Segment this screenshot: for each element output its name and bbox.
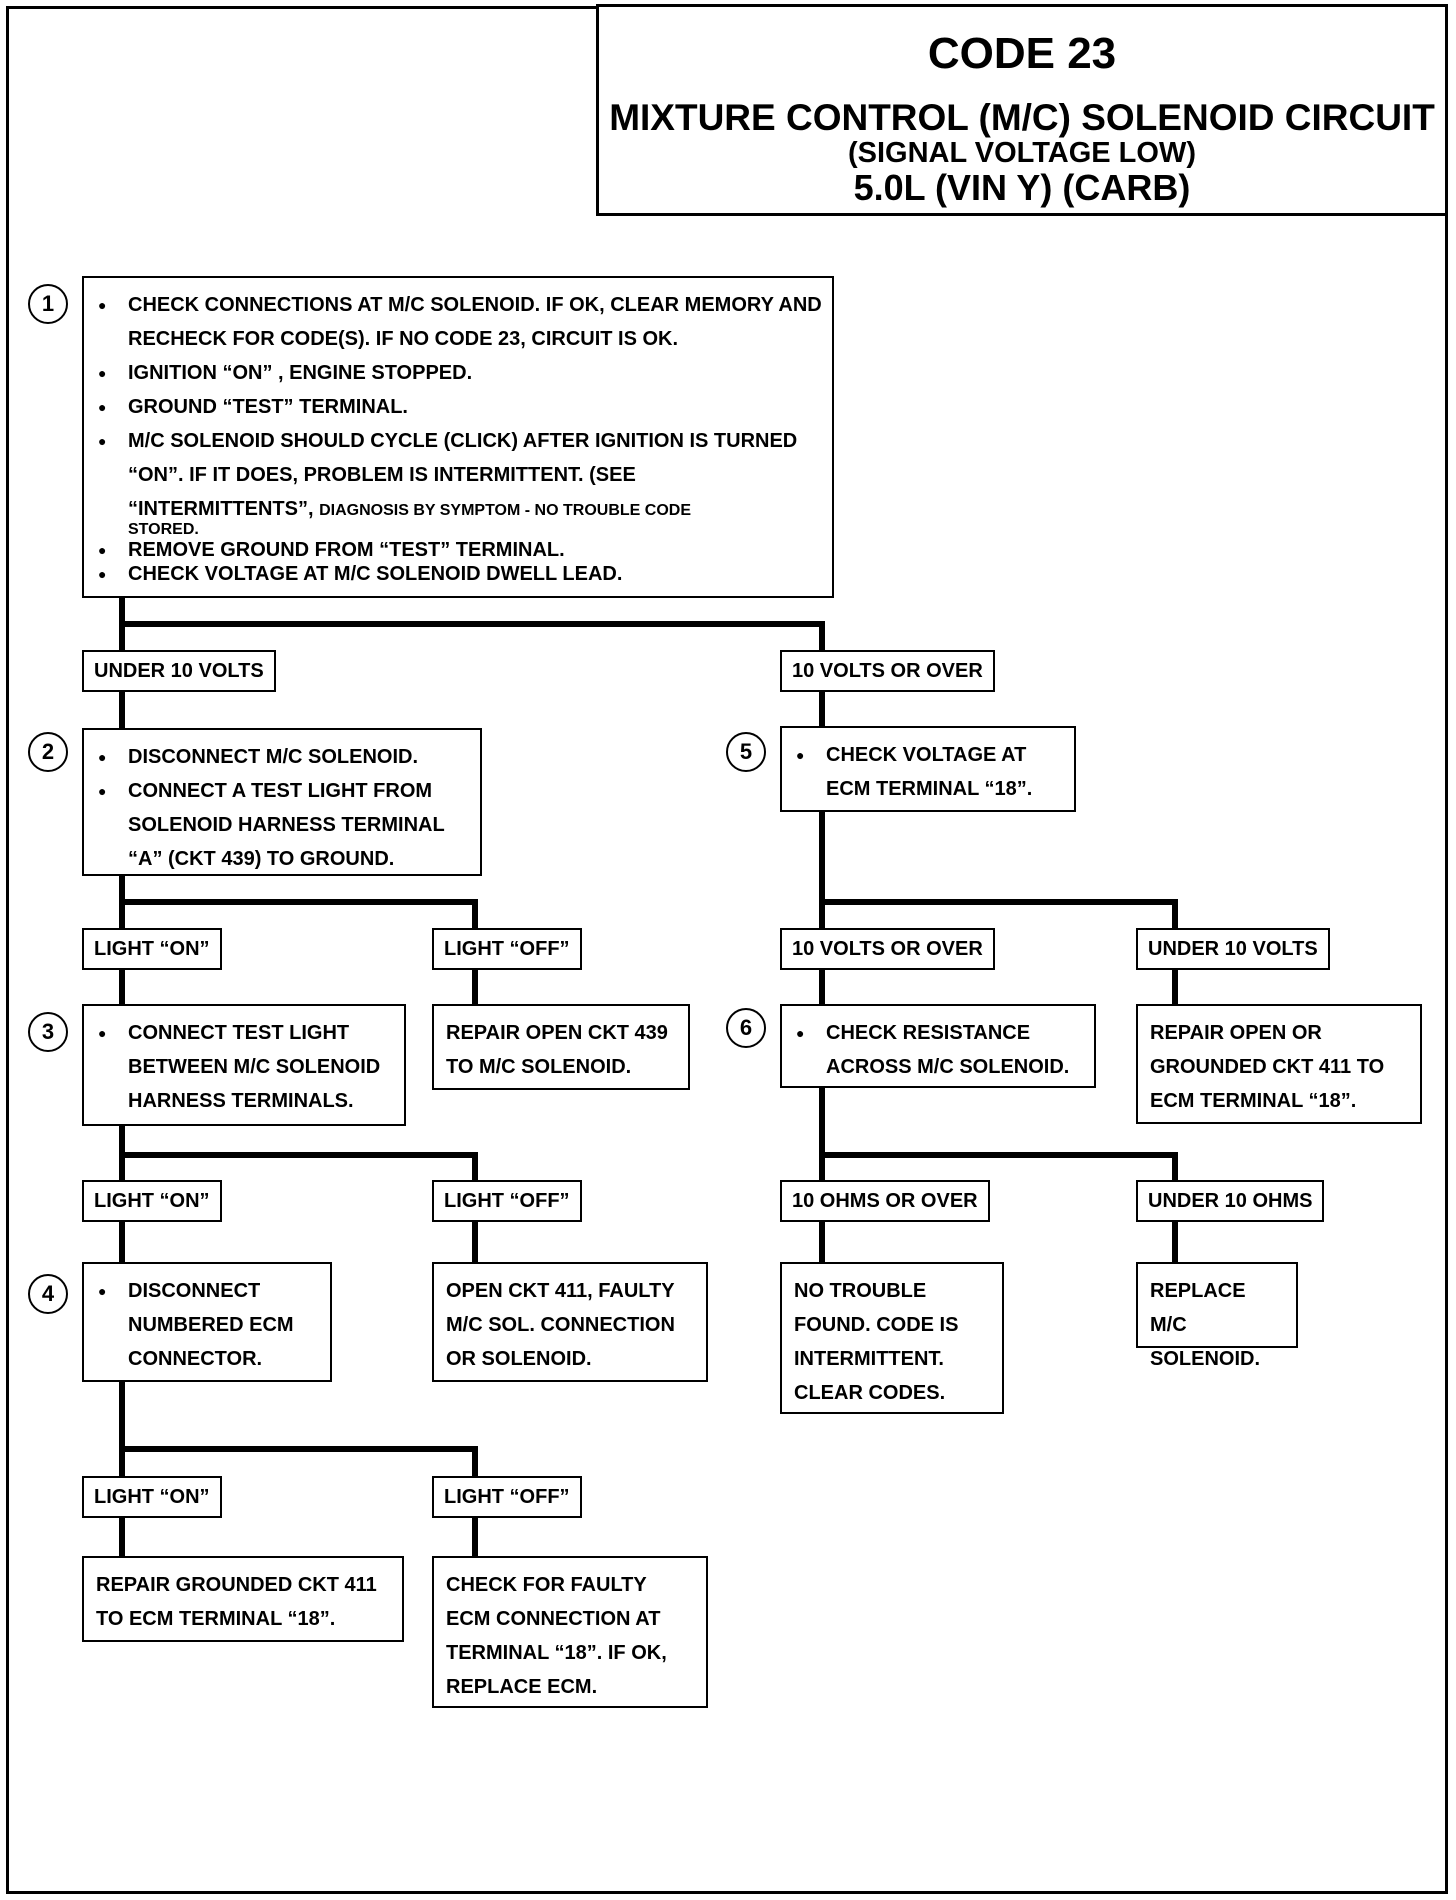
branch-label: LIGHT “OFF”	[432, 928, 582, 970]
step-3-number: 3	[28, 1012, 68, 1052]
step-1-item-note: DIAGNOSIS BY SYMPTOM - NO TROUBLE CODE	[319, 502, 691, 519]
branch-label: LIGHT “ON”	[82, 1180, 222, 1222]
branch-label: 10 VOLTS OR OVER	[780, 928, 995, 970]
step-1-item: REMOVE GROUND FROM “TEST” TERMINAL.	[94, 538, 822, 562]
step-1-item: GROUND “TEST” TERMINAL.	[94, 390, 822, 424]
step-5-number: 5	[726, 732, 766, 772]
step-4-box: DISCONNECT NUMBERED ECM CONNECTOR.	[82, 1262, 332, 1382]
step-1-item-note-tail: STORED.	[128, 521, 199, 538]
step-5-box: CHECK VOLTAGE AT ECM TERMINAL “18”.	[780, 726, 1076, 812]
branch-label: LIGHT “OFF”	[432, 1476, 582, 1518]
step-1-item: CHECK VOLTAGE AT M/C SOLENOID DWELL LEAD…	[94, 562, 822, 586]
result-box: REPAIR GROUNDED CKT 411 TO ECM TERMINAL …	[82, 1556, 404, 1642]
step-4-item: DISCONNECT NUMBERED ECM CONNECTOR.	[94, 1274, 320, 1376]
branch-label: UNDER 10 VOLTS	[82, 650, 276, 692]
step-2-item: DISCONNECT M/C SOLENOID.	[94, 740, 470, 774]
branch-label: LIGHT “OFF”	[432, 1180, 582, 1222]
step-1-box: CHECK CONNECTIONS AT M/C SOLENOID. IF OK…	[82, 276, 834, 598]
step-2-box: DISCONNECT M/C SOLENOID. CONNECT A TEST …	[82, 728, 482, 876]
step-5-item: CHECK VOLTAGE AT ECM TERMINAL “18”.	[792, 738, 1064, 806]
step-6-item: CHECK RESISTANCE ACROSS M/C SOLENOID.	[792, 1016, 1084, 1084]
result-box: NO TROUBLE FOUND. CODE IS INTERMITTENT. …	[780, 1262, 1004, 1414]
step-1-item-text: M/C SOLENOID SHOULD CYCLE (CLICK) AFTER …	[128, 430, 798, 520]
title-block: CODE 23 MIXTURE CONTROL (M/C) SOLENOID C…	[596, 4, 1448, 216]
branch-label: 10 VOLTS OR OVER	[780, 650, 995, 692]
step-1-number: 1	[28, 284, 68, 324]
result-box: REPAIR OPEN OR GROUNDED CKT 411 TO ECM T…	[1136, 1004, 1422, 1124]
step-2-item: CONNECT A TEST LIGHT FROM SOLENOID HARNE…	[94, 774, 470, 876]
step-3-box: CONNECT TEST LIGHT BETWEEN M/C SOLENOID …	[82, 1004, 406, 1126]
branch-label: 10 OHMS OR OVER	[780, 1180, 990, 1222]
step-1-item: CHECK CONNECTIONS AT M/C SOLENOID. IF OK…	[94, 288, 822, 356]
step-1-item: M/C SOLENOID SHOULD CYCLE (CLICK) AFTER …	[94, 424, 822, 538]
branch-label: LIGHT “ON”	[82, 928, 222, 970]
step-6-box: CHECK RESISTANCE ACROSS M/C SOLENOID.	[780, 1004, 1096, 1088]
result-box: CHECK FOR FAULTY ECM CONNECTION AT TERMI…	[432, 1556, 708, 1708]
branch-label: UNDER 10 OHMS	[1136, 1180, 1325, 1222]
result-box: REPLACE M/C SOLENOID.	[1136, 1262, 1298, 1370]
step-3-item: CONNECT TEST LIGHT BETWEEN M/C SOLENOID …	[94, 1016, 394, 1118]
step-6-number: 6	[726, 1008, 766, 1048]
code-title: CODE 23	[927, 29, 1117, 78]
result-box: REPAIR OPEN CKT 439 TO M/C SOLENOID.	[432, 1004, 690, 1090]
branch-label: LIGHT “ON”	[82, 1476, 222, 1518]
branch-label: UNDER 10 VOLTS	[1136, 928, 1330, 970]
step-4-number: 4	[28, 1274, 68, 1314]
engine-title: 5.0L (VIN Y) (CARB)	[853, 167, 1191, 208]
condition-title: (SIGNAL VOLTAGE LOW)	[848, 137, 1196, 169]
step-2-number: 2	[28, 732, 68, 772]
result-box: OPEN CKT 411, FAULTY M/C SOL. CONNECTION…	[432, 1262, 708, 1382]
step-1-item: IGNITION “ON” , ENGINE STOPPED.	[94, 356, 822, 390]
circuit-title: MIXTURE CONTROL (M/C) SOLENOID CIRCUIT	[609, 97, 1435, 138]
